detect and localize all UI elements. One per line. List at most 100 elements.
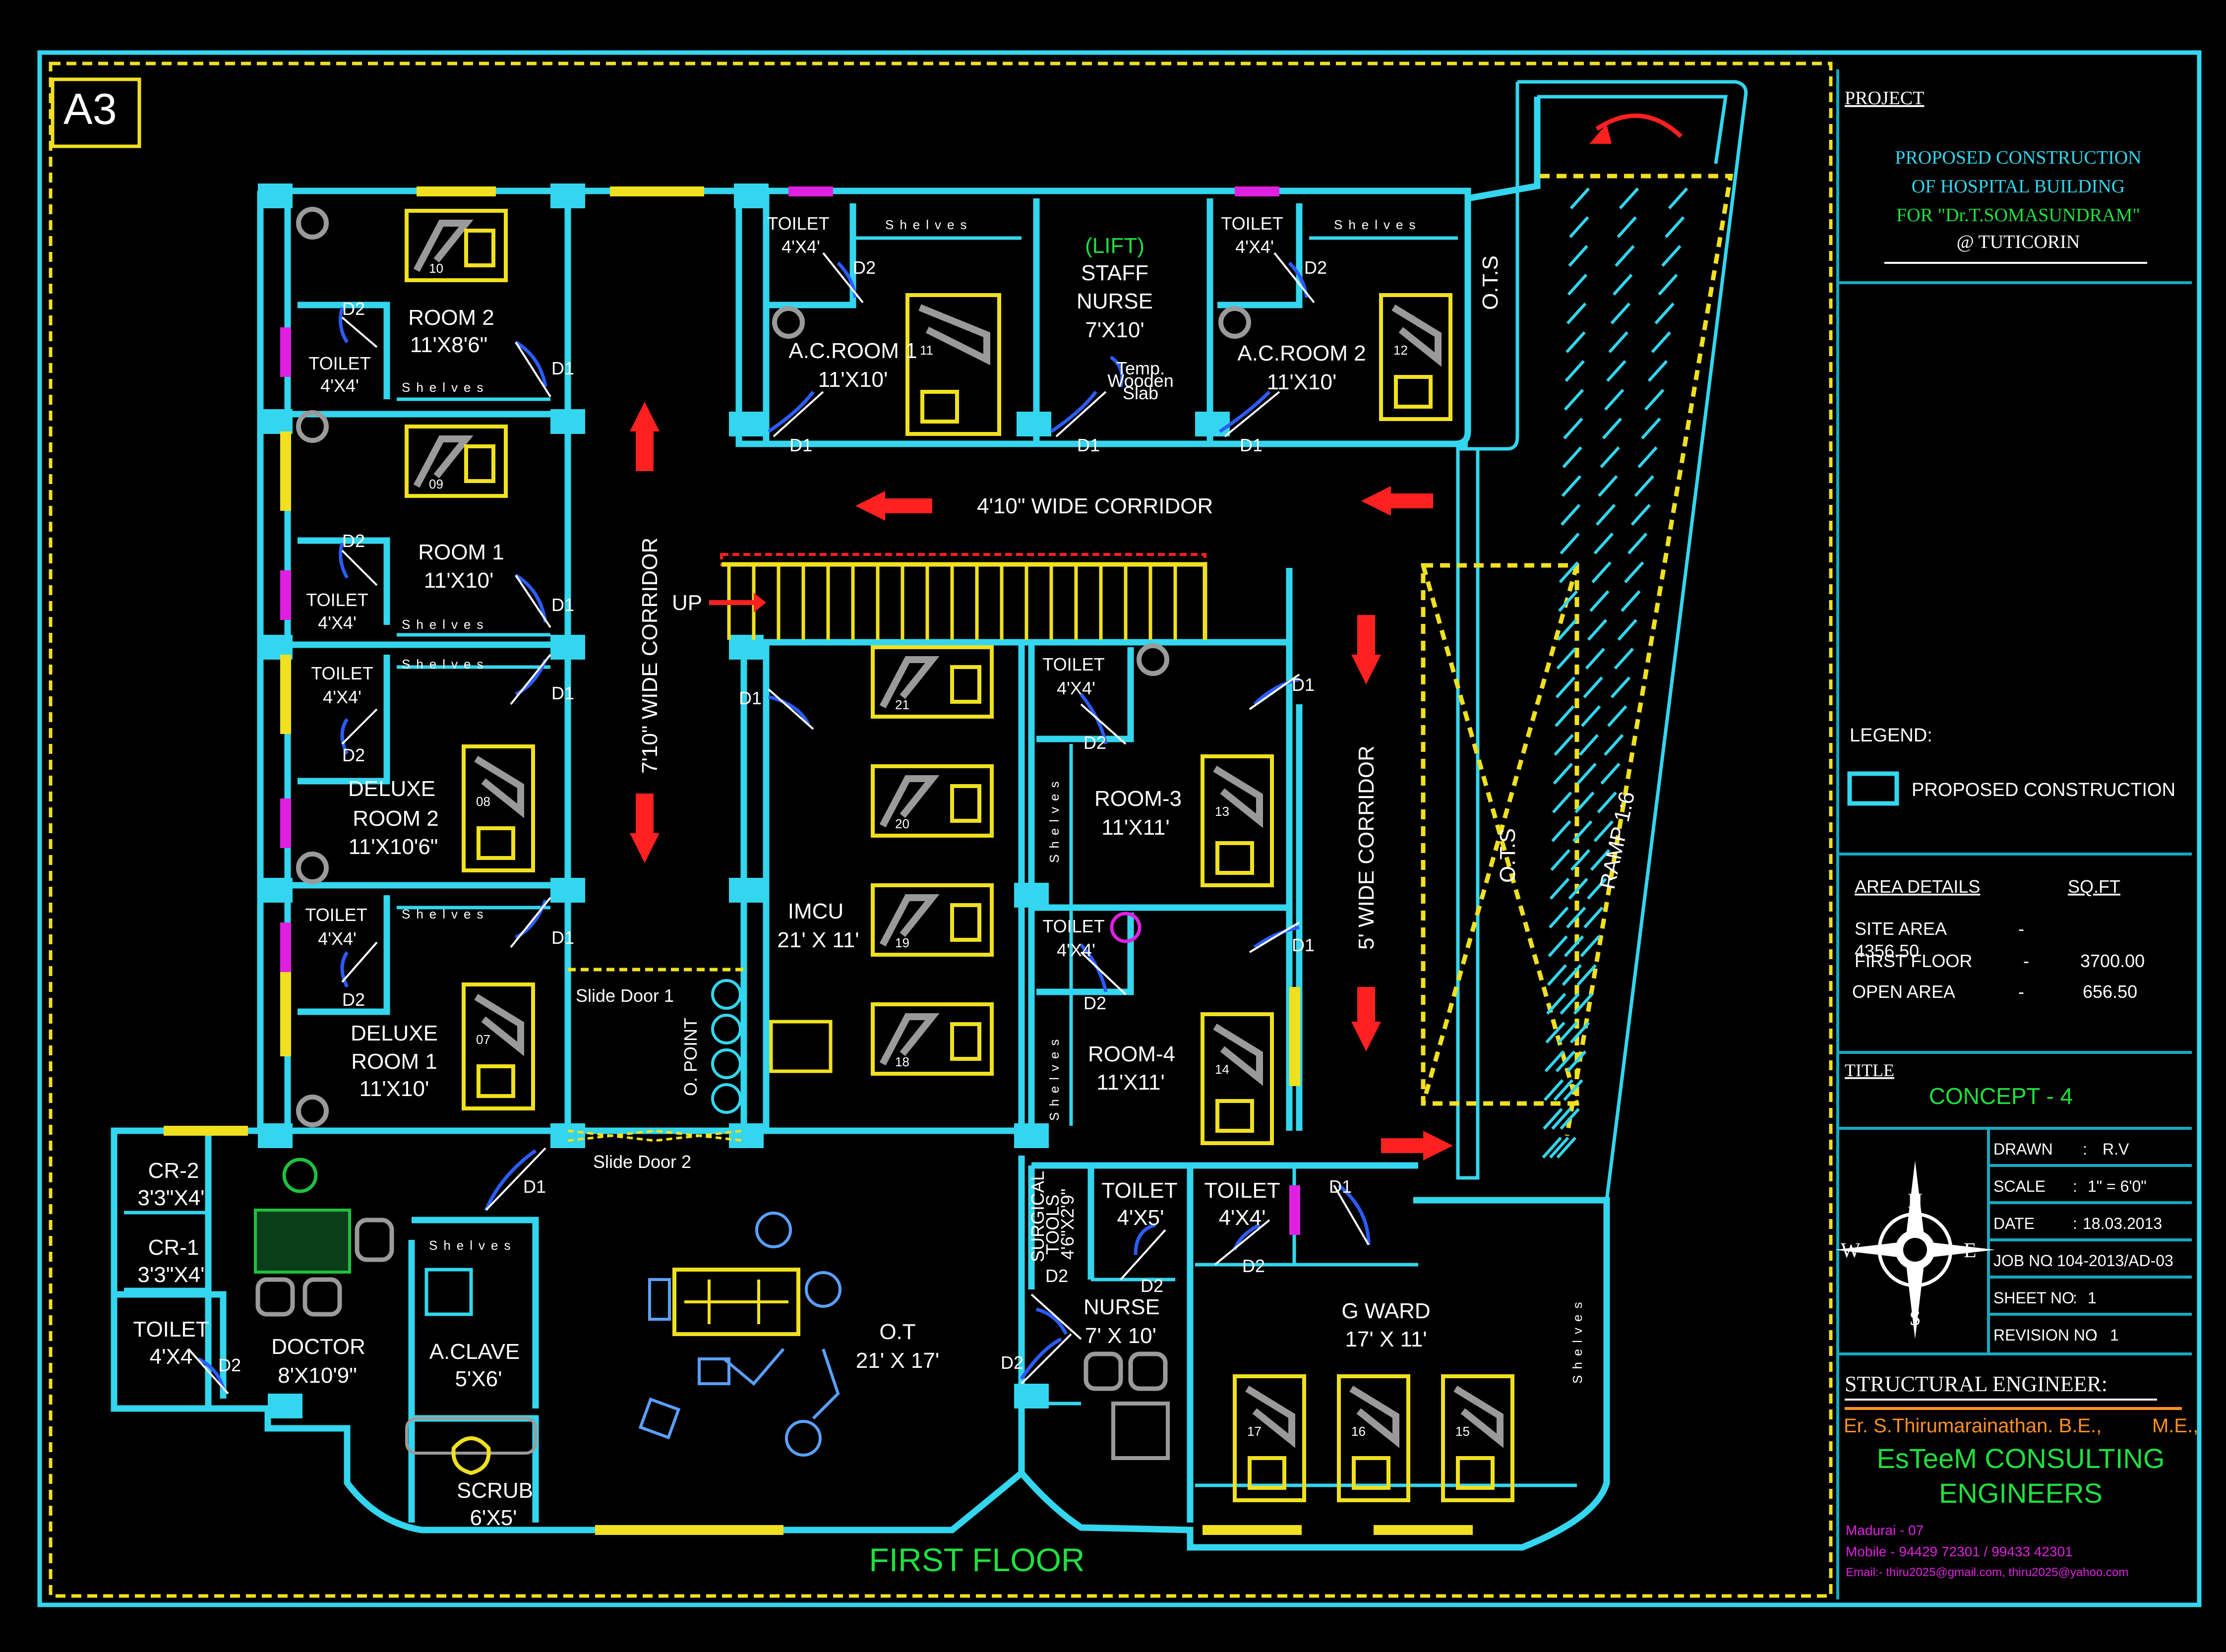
label-ac2-size: 11'X10' xyxy=(1267,370,1337,394)
area-site-dash: - xyxy=(2018,918,2024,939)
compass-n: N xyxy=(1908,1190,1923,1213)
label-toilet-k: TOILET xyxy=(133,1317,209,1342)
label-surgical-3: 4'6"X2'9" xyxy=(1057,1189,1078,1260)
area-floor-label: FIRST FLOOR xyxy=(1855,951,1972,971)
bed-number: 18 xyxy=(895,1054,909,1069)
ramp-hatch-mark xyxy=(1555,705,1575,728)
bed-icon: 08 xyxy=(462,744,535,872)
ramp-hatch-mark xyxy=(1549,1136,1569,1159)
svg-text:D1: D1 xyxy=(551,683,574,703)
label-toilet-c-size: 4'X4' xyxy=(323,687,361,707)
label-room3-size: 11'X11' xyxy=(1101,815,1170,840)
label-toilet-a-size: 4'X4' xyxy=(320,375,359,396)
area-open-label: OPEN AREA xyxy=(1852,981,1955,1002)
ramp-hatch-mark xyxy=(1569,1021,1590,1044)
compass-e: E xyxy=(1964,1239,1977,1262)
sheet-size-box xyxy=(51,77,141,148)
ramp-hatch-mark xyxy=(1569,216,1589,239)
label-toilet-h: TOILET xyxy=(1042,916,1104,936)
bed-number: 17 xyxy=(1247,1424,1262,1439)
compass-s: S xyxy=(1909,1307,1921,1330)
floor-title: FIRST FLOOR xyxy=(869,1541,1084,1578)
area-open-dash: - xyxy=(2018,981,2024,1002)
svg-text:D2: D2 xyxy=(1083,733,1106,753)
label-gward-size: 17' X 11' xyxy=(1345,1327,1427,1351)
ramp-hatch-mark xyxy=(1604,734,1624,756)
label-deluxe2-3: 11'X10'6" xyxy=(349,835,438,859)
label-toilet-g: TOILET xyxy=(1042,654,1104,674)
label-toilet-k-size: 4'X4 xyxy=(150,1345,193,1369)
firm-line-2: ENGINEERS xyxy=(1939,1477,2103,1509)
label-room2-size: 11'X8'6" xyxy=(410,333,487,357)
ramp-hatch-mark xyxy=(1589,590,1610,612)
ramp-hatch-mark xyxy=(1614,647,1634,670)
corridor-right-label: 5' WIDE CORRIDOR xyxy=(1354,745,1379,950)
label-slide1: Slide Door 1 xyxy=(576,985,674,1006)
ramp-hatch-mark xyxy=(1543,1107,1563,1130)
ramp-hatch-mark xyxy=(1544,1050,1565,1073)
label-shelves-4: Shelves xyxy=(402,907,489,921)
label-deluxe1-2: ROOM 1 xyxy=(351,1049,437,1074)
info-job-label: JOB NO xyxy=(1993,1252,2052,1270)
bed-icon: 12 xyxy=(1379,293,1452,421)
label-room4-size: 11'X11' xyxy=(1096,1070,1165,1095)
ramp-hatch-mark xyxy=(1564,360,1585,382)
ramp-hatch-mark xyxy=(1553,762,1573,785)
info-sheet-label: SHEET NO xyxy=(1993,1289,2074,1307)
ramp-hatch-mark xyxy=(1600,762,1621,785)
engineer-heading: STRUCTURAL ENGINEER: xyxy=(1845,1372,2107,1396)
engineer-name: Er. S.Thirumarainathan. B.E., xyxy=(1844,1415,2102,1437)
ramp-hatch-mark xyxy=(1543,1079,1564,1101)
ramp-hatch-mark xyxy=(1557,618,1577,641)
ramp-hatch-mark xyxy=(1551,820,1571,843)
label-toilet-h-size: 4'X4' xyxy=(1057,940,1095,960)
ramp-hatch-mark xyxy=(1587,618,1608,641)
svg-text:D1: D1 xyxy=(789,435,812,455)
ramp-hatch-mark xyxy=(1593,820,1614,843)
ramp-hatch-mark xyxy=(1558,1021,1578,1044)
ramp-hatch-mark xyxy=(1610,676,1631,699)
label-room3-name: ROOM-3 xyxy=(1094,787,1182,811)
ramp-hatch-mark xyxy=(1654,302,1675,325)
bed-number: 13 xyxy=(1215,804,1229,819)
svg-text:D1: D1 xyxy=(1077,435,1100,455)
label-toilet-j: TOILET xyxy=(1204,1178,1280,1203)
ot-equipment xyxy=(638,1212,842,1457)
aclave-scrub-fixtures xyxy=(405,1268,537,1475)
ramp-hatch-mark xyxy=(1590,849,1611,871)
info-drawn-value: R.V xyxy=(2103,1140,2129,1158)
svg-text:D2: D2 xyxy=(1242,1256,1265,1276)
area-floor-value: 3700.00 xyxy=(2080,951,2145,971)
ramp-hatch-mark xyxy=(1619,187,1639,210)
bed-icon: 19 xyxy=(871,883,994,957)
svg-text:D2: D2 xyxy=(1304,257,1327,278)
ramp-hatch-mark xyxy=(1564,388,1584,411)
toilet-fixtures xyxy=(296,207,1251,1127)
label-slide2: Slide Door 2 xyxy=(593,1152,691,1172)
bed-number: 15 xyxy=(1455,1424,1470,1439)
ots-label-top: O.T.S xyxy=(1478,255,1503,310)
info-date-label: DATE xyxy=(1993,1215,2035,1232)
svg-text:D2: D2 xyxy=(342,745,365,765)
bed-number: 09 xyxy=(429,477,443,491)
ramp-hatch-mark xyxy=(1547,964,1567,986)
ramp-hatch-mark xyxy=(1658,273,1678,296)
ramp-hatch-mark xyxy=(1634,475,1654,497)
ramp-hatch-mark xyxy=(1552,791,1572,814)
ramp-hatch-mark xyxy=(1661,245,1682,267)
ramp-hatch-mark xyxy=(1553,1079,1574,1101)
ramp-hatch-mark xyxy=(1560,532,1580,555)
label-surgical-1: SURGICAL xyxy=(1027,1171,1048,1262)
label-lift: (LIFT) xyxy=(1085,234,1144,258)
door-tags: D2 D1 D2 D1 D1 D2 D1 D2 D2 D1 D1 D2 D1 D… xyxy=(218,257,1352,1375)
columns xyxy=(258,184,1230,1418)
label-doctor-size: 8'X10'9" xyxy=(278,1363,357,1388)
info-job-value: 104-2013/AD-03 xyxy=(2057,1252,2173,1270)
label-shelves-8: Shelves xyxy=(1047,1034,1062,1121)
ramp-hatch-mark xyxy=(1561,475,1582,497)
ramp-hatch-mark xyxy=(1556,1136,1577,1159)
info-sheet-value: 1 xyxy=(2088,1289,2097,1307)
bed-number: 21 xyxy=(895,697,909,712)
ramp-hatch-mark xyxy=(1560,1107,1580,1130)
